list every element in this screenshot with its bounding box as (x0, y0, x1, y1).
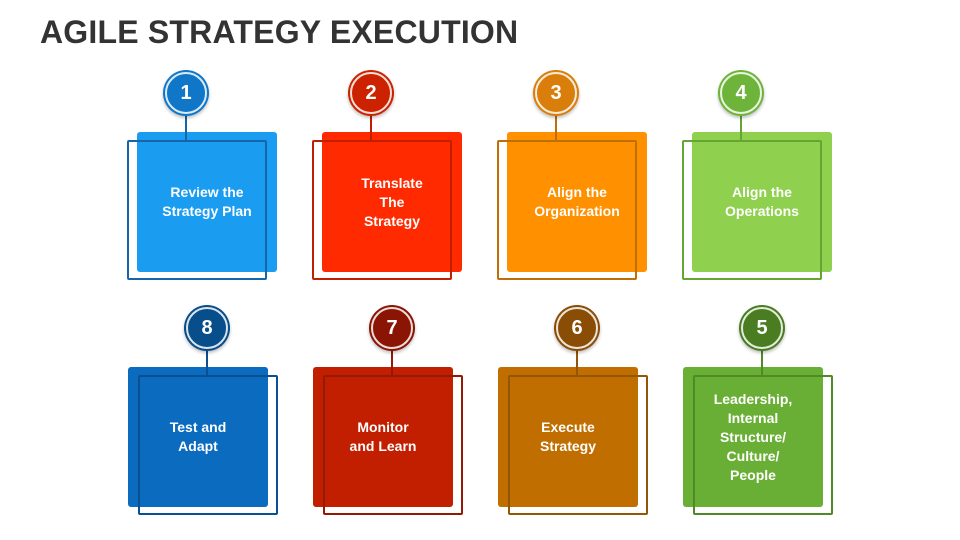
step-4-badge: 4 (718, 70, 764, 116)
step-2: Translate The Strategy 2 (312, 70, 462, 280)
step-7-badge: 7 (369, 305, 415, 351)
step-3: Align the Organization 3 (497, 70, 647, 280)
step-3-connector (555, 114, 557, 140)
step-4: Align the Operations 4 (682, 70, 832, 280)
step-2-connector (370, 114, 372, 140)
step-6: Execute Strategy 6 (498, 305, 648, 515)
step-3-badge: 3 (533, 70, 579, 116)
step-1-box: Review the Strategy Plan (137, 132, 277, 272)
step-8-box: Test and Adapt (128, 367, 268, 507)
step-5-box: Leadership, Internal Structure/ Culture/… (683, 367, 823, 507)
step-6-badge: 6 (554, 305, 600, 351)
step-2-badge: 2 (348, 70, 394, 116)
step-5: Leadership, Internal Structure/ Culture/… (683, 305, 833, 515)
step-3-box: Align the Organization (507, 132, 647, 272)
step-1-frame (127, 140, 267, 280)
step-5-badge: 5 (739, 305, 785, 351)
step-6-box: Execute Strategy (498, 367, 638, 507)
page-title: AGILE STRATEGY EXECUTION (40, 14, 519, 50)
step-2-box: Translate The Strategy (322, 132, 462, 272)
step-6-connector (576, 349, 578, 375)
step-7-connector (391, 349, 393, 375)
step-8-badge: 8 (184, 305, 230, 351)
step-5-connector (761, 349, 763, 375)
step-1: Review the Strategy Plan 1 (127, 70, 277, 280)
step-7-box: Monitor and Learn (313, 367, 453, 507)
step-7: Monitor and Learn 7 (313, 305, 463, 515)
step-4-frame (682, 140, 822, 280)
step-3-frame (497, 140, 637, 280)
step-4-connector (740, 114, 742, 140)
step-7-frame (323, 375, 463, 515)
step-6-frame (508, 375, 648, 515)
step-5-frame (693, 375, 833, 515)
step-4-box: Align the Operations (692, 132, 832, 272)
step-2-frame (312, 140, 452, 280)
step-1-connector (185, 114, 187, 140)
step-8: Test and Adapt 8 (128, 305, 278, 515)
step-1-badge: 1 (163, 70, 209, 116)
step-8-connector (206, 349, 208, 375)
step-8-frame (138, 375, 278, 515)
